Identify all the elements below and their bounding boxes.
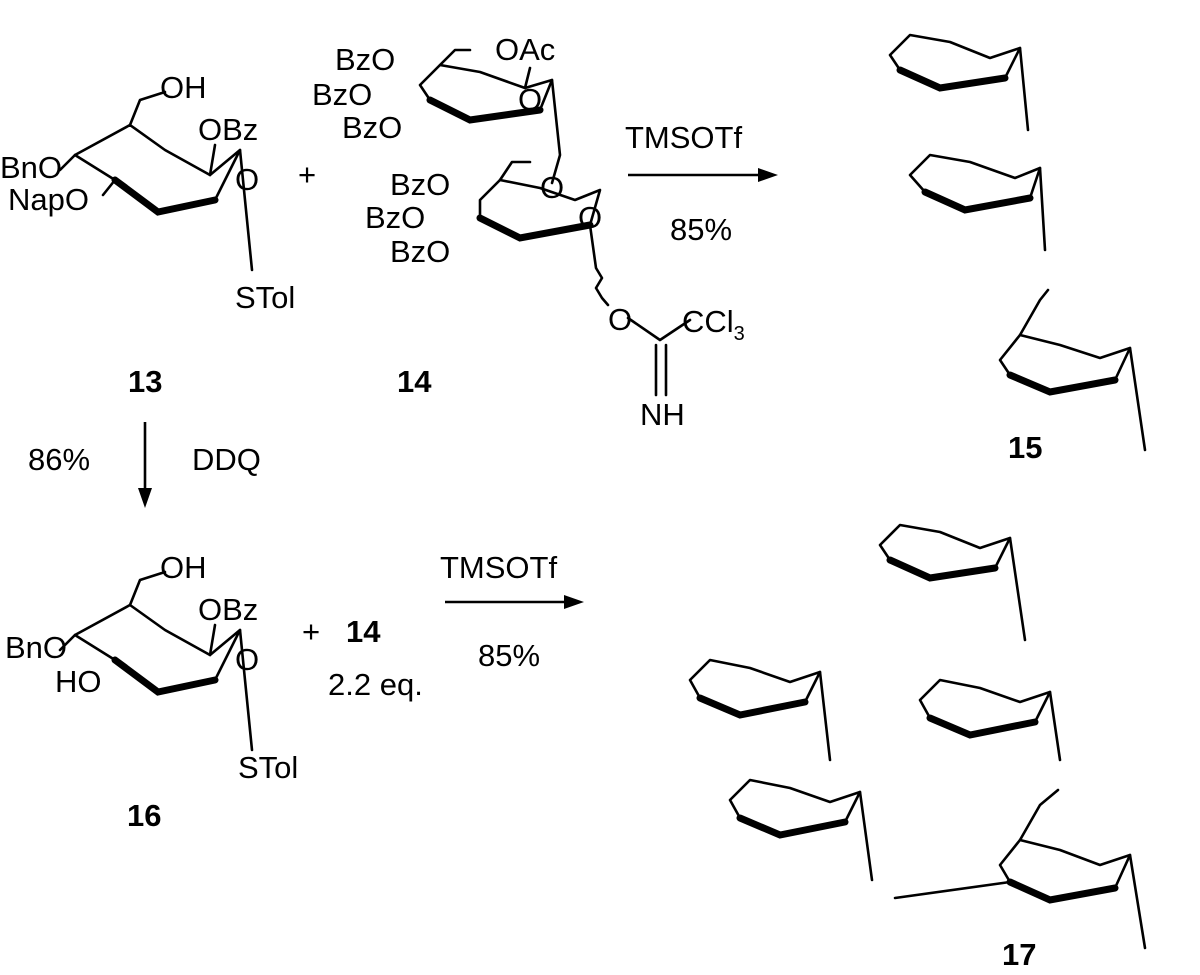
ch2-bond-14-bottom — [498, 160, 532, 182]
ring-17-b — [918, 678, 1052, 737]
imidate-chain-14 — [626, 316, 692, 342]
link-17-d — [858, 790, 874, 882]
ring-17-c-front — [696, 694, 809, 719]
yield-1: 85% — [670, 212, 732, 247]
ring-15-a-front — [896, 66, 1009, 92]
reaction-arrow-3: TMSOTf 85% — [440, 550, 584, 673]
compound-number-17: 17 — [1002, 937, 1036, 972]
ring-17-b-front — [926, 714, 1039, 739]
equivalents: 2.2 eq. — [328, 667, 423, 702]
ring-14-top-front — [426, 96, 544, 124]
ch2oh-bond-16 — [128, 570, 167, 607]
ch2-link-17-e — [1018, 788, 1060, 842]
o3-link-17 — [893, 880, 1012, 900]
reagent-2: DDQ — [192, 442, 261, 477]
arrow-3-head — [564, 595, 584, 609]
stol-bond-16 — [238, 628, 254, 752]
label-ring-o-top: O — [518, 82, 542, 117]
link-15-a — [1018, 46, 1030, 132]
ring-17-d-front — [736, 814, 849, 839]
label-oh: OH — [160, 550, 207, 585]
compound-number-15: 15 — [1008, 430, 1042, 465]
label-bno: BnO — [5, 630, 67, 665]
label-ring-o-bottom: O — [578, 200, 602, 235]
obz-bond-13 — [208, 143, 217, 177]
ring-13-front-edge — [111, 176, 219, 216]
label-obz: OBz — [198, 112, 258, 147]
subscript-3: 3 — [734, 323, 745, 345]
yield-3: 85% — [478, 638, 540, 673]
stol-bond-17 — [1128, 853, 1147, 950]
label-napo: NapO — [8, 182, 89, 217]
ring-16-front-edge — [111, 656, 219, 696]
label-bzo-6: BzO — [335, 42, 395, 77]
label-ho: HO — [55, 664, 102, 699]
wavy-bond-14 — [588, 223, 610, 307]
obn-bond-16 — [58, 633, 77, 652]
reaction-arrow-1: TMSOTf 85% — [625, 120, 778, 247]
ring-17-e-front — [1006, 878, 1119, 904]
reaction-arrow-2: 86% DDQ — [28, 422, 261, 508]
reagent-1: TMSOTf — [625, 120, 742, 155]
compound-14-structure: BzO OAc BzO O BzO BzO O BzO O BzO O CCl3… — [312, 32, 745, 432]
ring-17-c — [688, 658, 822, 717]
label-bno: BnO — [0, 150, 62, 185]
compound-17-structure: 17 — [688, 523, 1147, 972]
compound-number-16: 16 — [127, 798, 161, 833]
plus-sign-1: + — [298, 157, 316, 192]
label-oh: OH — [160, 70, 207, 105]
link-17-b — [1048, 690, 1062, 762]
stol-bond-15 — [1128, 346, 1147, 452]
ring-17-a-front — [886, 556, 999, 582]
arrow-2-head — [138, 488, 152, 508]
obn-bond-13 — [58, 153, 77, 172]
ch2-link-15-c — [1018, 288, 1050, 337]
label-nh: NH — [640, 397, 685, 432]
ring-15-c-front — [1006, 371, 1119, 396]
yield-2: 86% — [28, 442, 90, 477]
label-obz: OBz — [198, 592, 258, 627]
compound-16-structure: OH OBz BnO O HO STol 16 — [5, 550, 298, 833]
label-ccl: CCl — [682, 304, 734, 339]
label-stol: STol — [235, 280, 295, 315]
ring-14-bottom-front — [476, 214, 594, 242]
compound-15-structure: 15 — [888, 33, 1147, 465]
link-17-a — [1008, 536, 1027, 642]
ch2-bond-14-top — [438, 48, 472, 67]
glyco-link-14 — [550, 78, 562, 185]
label-bzo-3b: BzO — [390, 234, 450, 269]
stol-bond-13 — [238, 148, 254, 272]
ring-17-d — [728, 778, 862, 837]
onap-bond-13 — [101, 178, 117, 197]
label-oac: OAc — [495, 32, 555, 67]
ring-15-b-front — [921, 188, 1034, 214]
obz-bond-16 — [208, 623, 217, 657]
plus-sign-2: + — [302, 614, 320, 649]
label-bzo-4b: BzO — [365, 200, 425, 235]
label-anomeric-o: O — [608, 302, 632, 337]
label-ring-o: O — [235, 642, 259, 677]
label-stol: STol — [238, 750, 298, 785]
oac-bond-14 — [523, 66, 532, 90]
arrow-1-head — [758, 168, 778, 182]
label-bzo-4: BzO — [312, 77, 372, 112]
link-17-c — [818, 670, 832, 762]
label-bzo-3: BzO — [342, 110, 402, 145]
link-15-b — [1038, 166, 1047, 252]
reagent-3: TMSOTf — [440, 550, 557, 585]
partner-14: 14 — [346, 614, 381, 649]
label-ccl3: CCl3 — [682, 304, 745, 345]
ch2oh-bond-13 — [128, 90, 167, 127]
compound-13-structure: OH OBz BnO NapO O STol 13 — [0, 70, 295, 399]
label-bzo-6b: BzO — [390, 167, 450, 202]
imidate-double-bond-14 — [654, 343, 668, 397]
label-ring-o: O — [235, 162, 259, 197]
compound-number-13: 13 — [128, 364, 162, 399]
compound-number-14: 14 — [397, 364, 432, 399]
label-link-o: O — [540, 170, 564, 205]
